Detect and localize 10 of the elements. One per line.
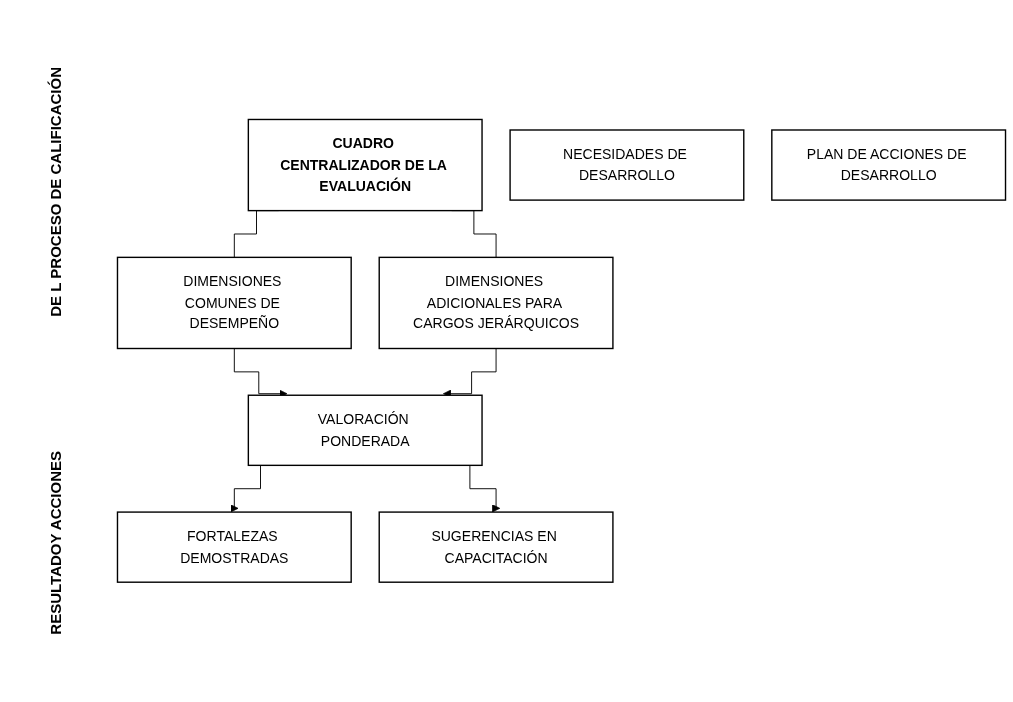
section-label: RESULTADOY ACCIONES: [46, 451, 64, 635]
node-box: CUADRO CENTRALIZADOR DE LA EVALUACIÓN: [247, 118, 483, 212]
node-box: DIMENSIONES ADICIONALES PARA CARGOS JERÁRQUICOS: [378, 256, 614, 350]
node-box: VALORACIÓN PONDERADA: [247, 394, 483, 467]
node-box: FORTALEZAS DEMOSTRADAS: [116, 511, 352, 584]
section-label: DE L PROCESO DE CALIFICACIÓN: [46, 67, 64, 317]
node-box: DIMENSIONES COMUNES DE DESEMPEÑO: [116, 256, 352, 350]
node-box: NECESIDADES DE DESARROLLO: [509, 129, 745, 201]
node-box: SUGERENCIAS EN CAPACITACIÓN: [378, 511, 614, 584]
node-box: PLAN DE ACCIONES DE DESARROLLO: [771, 129, 1007, 201]
